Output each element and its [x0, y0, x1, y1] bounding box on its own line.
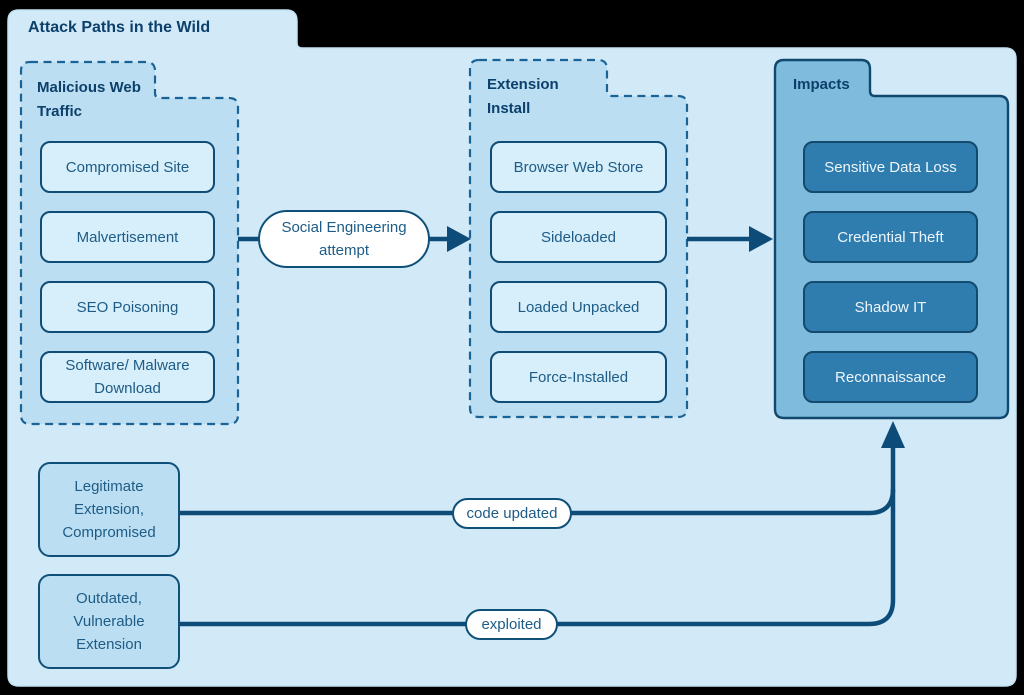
- node-sideloaded: Sideloaded: [490, 211, 667, 263]
- node-compromised-site: Compromised Site: [40, 141, 215, 193]
- group-title-malicious-web-traffic: Malicious Web Traffic: [37, 79, 141, 120]
- arrowhead-to-impacts: [749, 226, 773, 252]
- node-shadow-it: Shadow IT: [803, 281, 978, 333]
- node-outdated-vulnerable-extension: Outdated, Vulnerable Extension: [38, 574, 180, 669]
- node-loaded-unpacked: Loaded Unpacked: [490, 281, 667, 333]
- node-software-malware-download: Software/ Malware Download: [40, 351, 215, 403]
- node-malvertisement: Malvertisement: [40, 211, 215, 263]
- edge-label-code-updated: code updated: [452, 498, 572, 529]
- node-legitimate-extension-compromised: Legitimate Extension, Compromised: [38, 462, 180, 557]
- arrowhead-to-extension-install: [447, 226, 471, 252]
- node-credential-theft: Credential Theft: [803, 211, 978, 263]
- arrowhead-up-to-impacts: [881, 421, 905, 448]
- edge-label-exploited: exploited: [465, 609, 558, 640]
- edge-label-social-engineering-attempt: Social Engineering attempt: [258, 210, 430, 268]
- node-sensitive-data-loss: Sensitive Data Loss: [803, 141, 978, 193]
- group-title-extension-install: Extension Install: [487, 76, 559, 117]
- group-title-impacts: Impacts: [793, 76, 850, 93]
- diagram-title: Attack Paths in the Wild: [28, 19, 211, 36]
- node-force-installed: Force-Installed: [490, 351, 667, 403]
- edge-exploited: [180, 446, 896, 627]
- node-browser-web-store: Browser Web Store: [490, 141, 667, 193]
- node-reconnaissance: Reconnaissance: [803, 351, 978, 403]
- node-seo-poisoning: SEO Poisoning: [40, 281, 215, 333]
